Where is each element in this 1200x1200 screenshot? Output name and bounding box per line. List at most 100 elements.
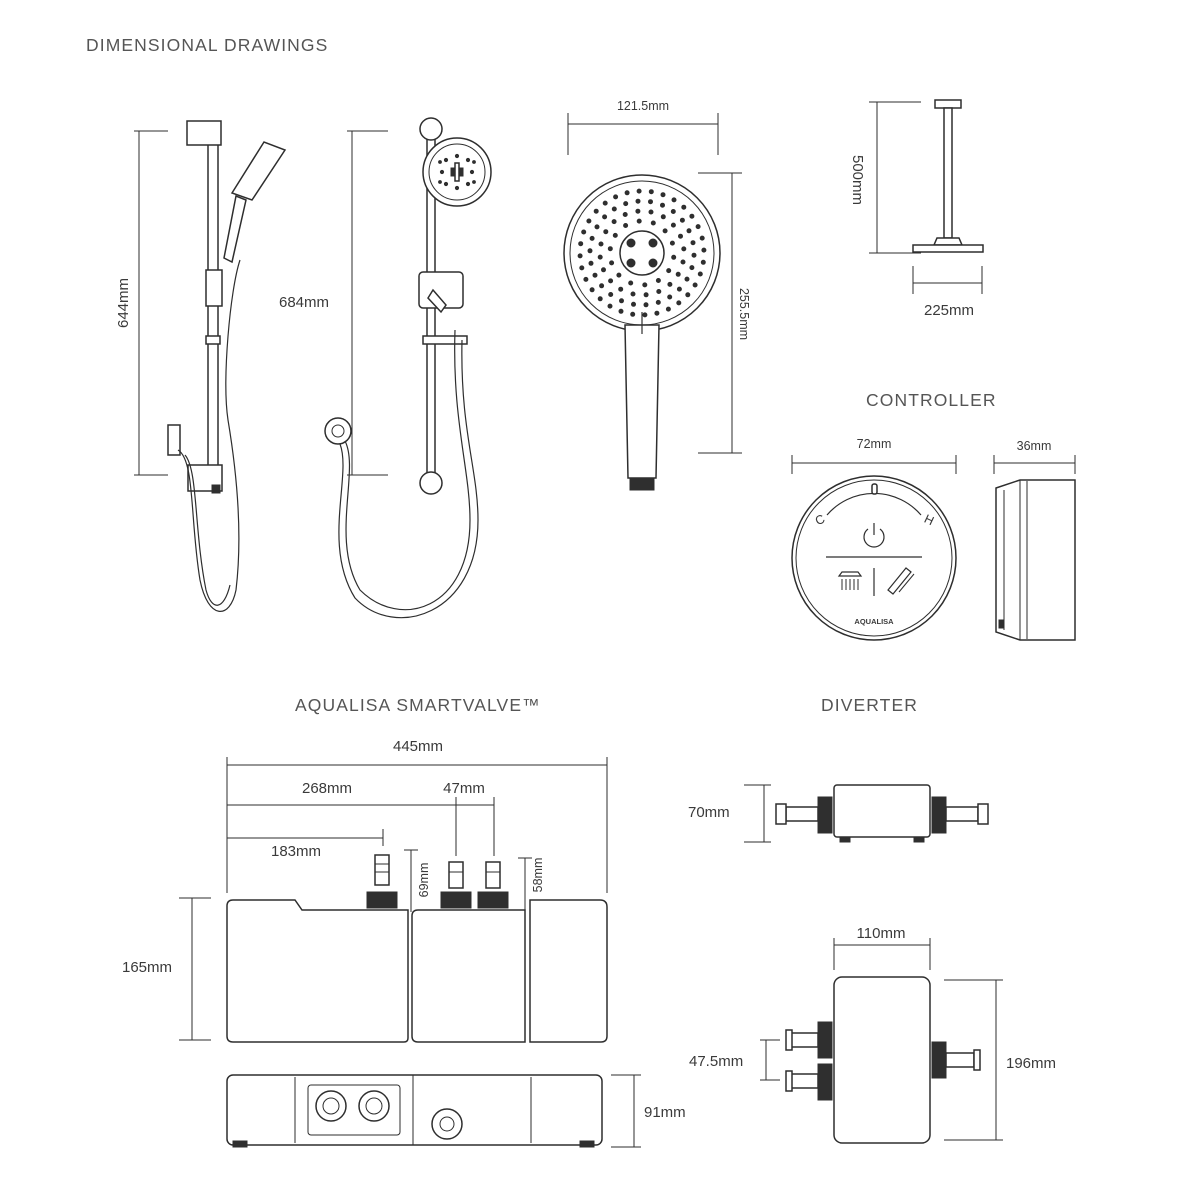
nozzle bbox=[611, 219, 617, 225]
rail-kit-adjustable-height-label: 684mm bbox=[279, 294, 329, 311]
nozzle bbox=[675, 271, 681, 277]
nozzle bbox=[662, 228, 668, 234]
nozzle bbox=[628, 280, 634, 286]
diverter-side-drawing bbox=[744, 784, 989, 843]
nozzle bbox=[670, 222, 676, 228]
nozzle bbox=[601, 267, 606, 273]
diverter-spacing-label: 47.5mm bbox=[689, 1053, 743, 1070]
nozzle bbox=[642, 312, 648, 318]
nozzle bbox=[642, 282, 648, 288]
smartvalve-plan-drawing bbox=[226, 1074, 641, 1148]
nozzle bbox=[602, 214, 608, 220]
controller-depth-label: 36mm bbox=[1017, 439, 1052, 453]
controller-diameter-label: 72mm bbox=[857, 437, 892, 451]
head-width-label: 225mm bbox=[924, 302, 974, 319]
nozzle bbox=[697, 271, 703, 277]
nozzle bbox=[667, 281, 673, 287]
nozzle bbox=[656, 289, 662, 294]
nozzle bbox=[598, 241, 604, 247]
nozzle bbox=[676, 300, 682, 306]
nozzle bbox=[660, 192, 666, 198]
nozzle bbox=[671, 197, 677, 203]
valve-outlet-a-label: 268mm bbox=[302, 780, 352, 797]
nozzle bbox=[583, 276, 589, 282]
nozzle bbox=[670, 209, 676, 214]
nozzle bbox=[680, 259, 686, 265]
nozzle bbox=[684, 276, 690, 282]
overhead-arm-drawing bbox=[869, 99, 984, 294]
nozzle bbox=[587, 248, 593, 254]
nozzle bbox=[603, 229, 609, 235]
nozzle bbox=[648, 189, 654, 195]
nozzle bbox=[665, 306, 671, 312]
nozzle bbox=[597, 296, 603, 302]
nozzle bbox=[667, 294, 673, 300]
valve-outlet-height-label: 58mm bbox=[531, 858, 545, 893]
nozzle bbox=[636, 188, 642, 194]
nozzle bbox=[643, 302, 649, 308]
handset-nozzles bbox=[577, 188, 707, 318]
nozzle bbox=[594, 224, 600, 230]
diverter-height-label: 196mm bbox=[1006, 1055, 1056, 1072]
valve-inlet-label: 183mm bbox=[271, 843, 321, 860]
nozzle bbox=[692, 282, 698, 288]
nozzle bbox=[690, 240, 696, 246]
nozzle bbox=[691, 252, 697, 258]
nozzle bbox=[701, 247, 707, 253]
handset-width-label: 121.5mm bbox=[617, 99, 669, 113]
nozzle bbox=[607, 246, 613, 252]
nozzle bbox=[699, 235, 705, 241]
nozzle bbox=[623, 223, 629, 228]
diverter-heading: DIVERTER bbox=[821, 695, 918, 715]
valve-depth-label: 91mm bbox=[644, 1104, 686, 1121]
nozzle bbox=[593, 208, 599, 214]
controller-brand-label: AQUALISA bbox=[854, 617, 894, 626]
arm-length-label: 500mm bbox=[849, 155, 866, 205]
nozzle bbox=[624, 190, 630, 196]
nozzle bbox=[630, 291, 636, 297]
nozzle bbox=[608, 292, 614, 297]
nozzle bbox=[630, 311, 636, 317]
rail-head-nozzles bbox=[438, 153, 476, 191]
nozzle bbox=[648, 209, 654, 215]
nozzle bbox=[608, 278, 614, 284]
rail-kit-front-drawing bbox=[324, 117, 492, 619]
diverter-width-label: 110mm bbox=[857, 925, 906, 942]
nozzle bbox=[679, 217, 685, 223]
nozzle bbox=[618, 286, 624, 292]
overhead-shower-icon[interactable] bbox=[837, 571, 863, 590]
smartvalve-heading: AQUALISA SMARTVALVE™ bbox=[295, 695, 541, 715]
smartvalve-front-drawing bbox=[179, 757, 608, 1043]
nozzle bbox=[671, 254, 677, 260]
rail-kit-side-drawing bbox=[134, 120, 287, 612]
nozzle bbox=[619, 298, 624, 304]
nozzle bbox=[612, 232, 618, 238]
handset-icon[interactable] bbox=[887, 567, 915, 595]
nozzle bbox=[577, 253, 583, 259]
nozzle bbox=[666, 268, 672, 274]
nozzle bbox=[686, 228, 692, 234]
nozzle bbox=[578, 241, 584, 247]
nozzle bbox=[685, 292, 691, 298]
nozzle bbox=[689, 213, 695, 219]
nozzle bbox=[648, 199, 653, 205]
nozzle bbox=[655, 278, 661, 283]
controller-side-drawing bbox=[993, 455, 1076, 641]
nozzle bbox=[609, 260, 615, 266]
controller-heading: CONTROLLER bbox=[866, 390, 997, 410]
nozzle bbox=[643, 292, 649, 298]
valve-outlet-spacing-label: 47mm bbox=[443, 780, 485, 797]
nozzle bbox=[589, 287, 595, 293]
power-icon[interactable] bbox=[863, 523, 885, 548]
valve-height-label: 165mm bbox=[122, 959, 172, 976]
nozzle bbox=[611, 206, 617, 212]
nozzle bbox=[681, 246, 687, 252]
valve-width-label: 445mm bbox=[393, 738, 443, 755]
nozzle bbox=[602, 200, 608, 206]
valve-inlet-height-label: 69mm bbox=[417, 863, 431, 898]
diverter-depth-label: 70mm bbox=[688, 804, 730, 821]
nozzle bbox=[622, 212, 628, 217]
nozzle bbox=[655, 299, 661, 305]
nozzle bbox=[695, 224, 701, 230]
